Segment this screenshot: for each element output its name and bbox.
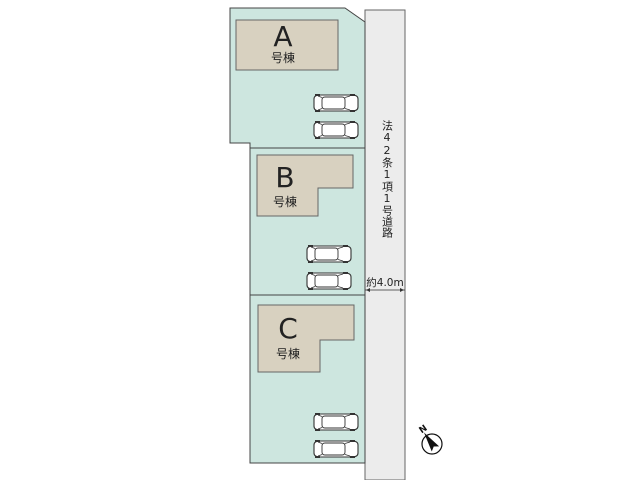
lot-c: C 号棟 [249,294,366,464]
lot-a-car-2 [313,120,359,140]
road [364,9,406,480]
lot-b-label: 号棟 [273,194,297,209]
lot-c-letter: C [278,312,298,345]
lot-c-car-1 [313,412,359,432]
lot-a-building [235,19,339,71]
lot-a-car-1 [313,93,359,113]
lot-b-building [256,154,354,217]
compass: N [418,424,443,455]
compass-label: N [418,424,430,437]
lot-c-label: 号棟 [276,346,300,361]
lot-c-building [257,304,355,373]
lot-a-letter: A [273,20,292,53]
lot-b: B 号棟 [249,147,366,296]
lot-b-car-1 [306,244,352,264]
lot-b-car-2 [306,271,352,291]
lot-c-car-2 [313,439,359,459]
north-arrow-icon [423,432,440,452]
lot-a: A 号棟 [229,7,366,149]
road-width-dimension: 約4.0m [365,276,405,292]
road-width-label: 約4.0m [366,276,403,289]
lot-a-label: 号棟 [271,50,295,65]
lot-b-letter: B [275,161,294,194]
road-label: 法42条1項1号道路 [381,119,394,239]
